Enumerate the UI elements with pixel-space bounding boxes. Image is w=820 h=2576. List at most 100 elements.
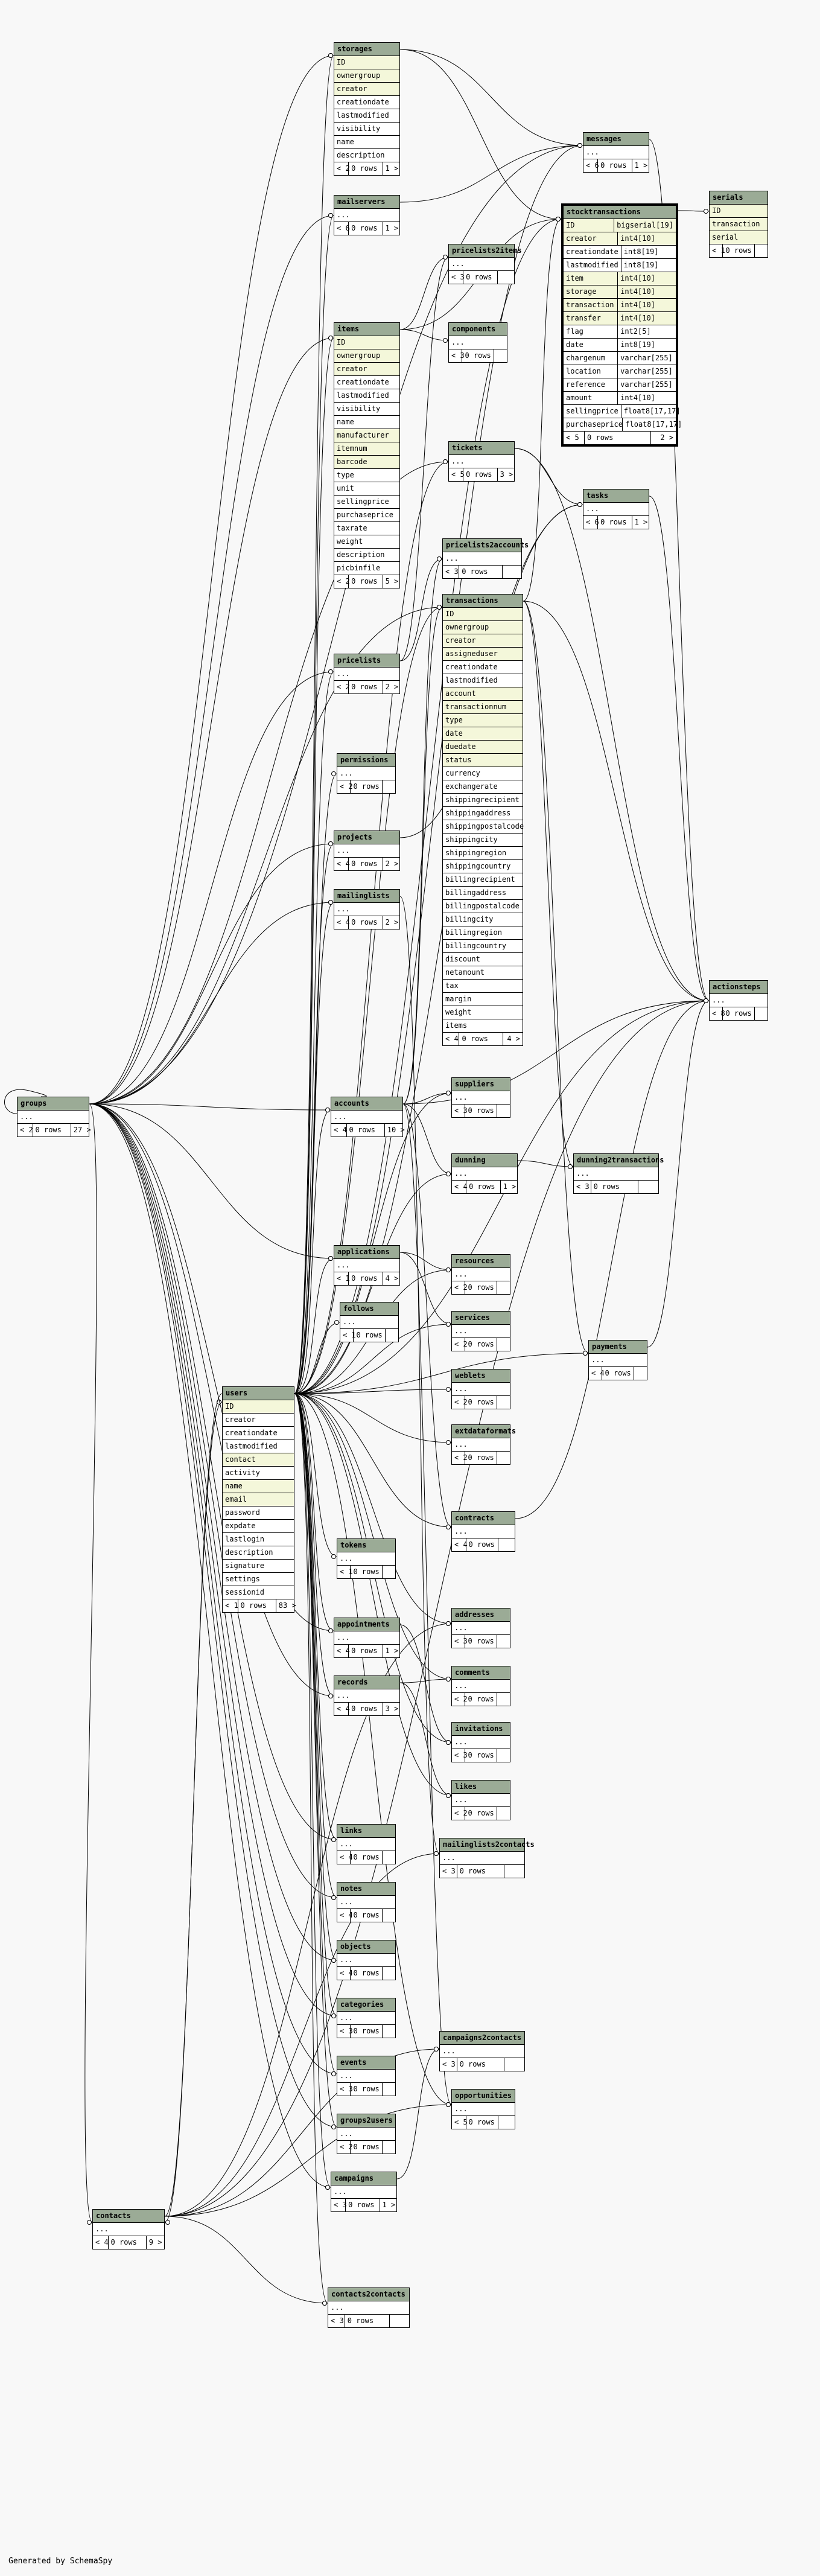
table-title[interactable]: projects	[334, 831, 399, 844]
table-title[interactable]: follows	[340, 1302, 398, 1316]
table-title[interactable]: pricelists2items	[449, 244, 522, 258]
table-title[interactable]: likes	[452, 1781, 510, 1794]
table-title[interactable]: accounts	[331, 1097, 402, 1111]
table-title[interactable]: categories	[337, 1998, 395, 2012]
table-title[interactable]: services	[452, 1312, 510, 1325]
table-title[interactable]: extdataformats	[452, 1425, 516, 1438]
table-title[interactable]: pricelists	[334, 654, 399, 668]
table-title[interactable]: permissions	[337, 754, 395, 767]
table-title[interactable]: users	[223, 1387, 294, 1400]
table-title[interactable]: groups2users	[337, 2114, 395, 2128]
table-title[interactable]: mailservers	[334, 196, 399, 209]
table-title[interactable]: events	[337, 2056, 395, 2070]
table-title[interactable]: records	[334, 1676, 399, 1689]
table-title[interactable]: contracts	[452, 1512, 515, 1525]
table-title[interactable]: invitations	[452, 1723, 510, 1736]
table-title[interactable]: pricelists2accounts	[443, 539, 529, 552]
table-title[interactable]: tokens	[337, 1539, 395, 1552]
table-title[interactable]: comments	[452, 1666, 510, 1680]
table-title[interactable]: contacts2contacts	[328, 2288, 409, 2301]
table-title[interactable]: tickets	[449, 442, 514, 455]
table-title[interactable]: campaigns2contacts	[440, 2032, 524, 2045]
table-title[interactable]: objects	[337, 1940, 395, 1954]
table-title[interactable]: appointments	[334, 1618, 399, 1631]
table-title[interactable]: components	[449, 323, 507, 336]
table-title[interactable]: opportunities	[452, 2090, 515, 2103]
table-title[interactable]: campaigns	[331, 2172, 396, 2185]
table-title[interactable]: dunning2transactions	[574, 1154, 664, 1167]
table-title[interactable]: weblets	[452, 1369, 510, 1383]
table-title[interactable]: suppliers	[452, 1078, 510, 1091]
table-title[interactable]: mailinglists	[334, 890, 399, 903]
table-title[interactable]: messages	[583, 133, 649, 146]
table-title[interactable]: dunning	[452, 1154, 517, 1167]
table-title[interactable]: groups	[17, 1097, 89, 1111]
table-title[interactable]: tasks	[583, 489, 649, 503]
table-title[interactable]: contacts	[93, 2210, 164, 2223]
table-title[interactable]: serials	[710, 191, 768, 205]
table-title[interactable]: items	[334, 323, 399, 336]
table-title[interactable]: notes	[337, 1883, 395, 1896]
table-title[interactable]: stocktransactions	[564, 206, 676, 219]
table-title[interactable]: applications	[334, 1246, 399, 1259]
table-title[interactable]: storages	[334, 43, 399, 56]
table-title[interactable]: actionsteps	[710, 981, 768, 994]
table-title[interactable]: addresses	[452, 1608, 510, 1622]
table-title[interactable]: transactions	[443, 595, 523, 608]
table-title[interactable]: resources	[452, 1255, 510, 1268]
table-title[interactable]: links	[337, 1825, 395, 1838]
table-title[interactable]: payments	[589, 1341, 647, 1354]
table-title[interactable]: mailinglists2contacts	[440, 1838, 535, 1852]
